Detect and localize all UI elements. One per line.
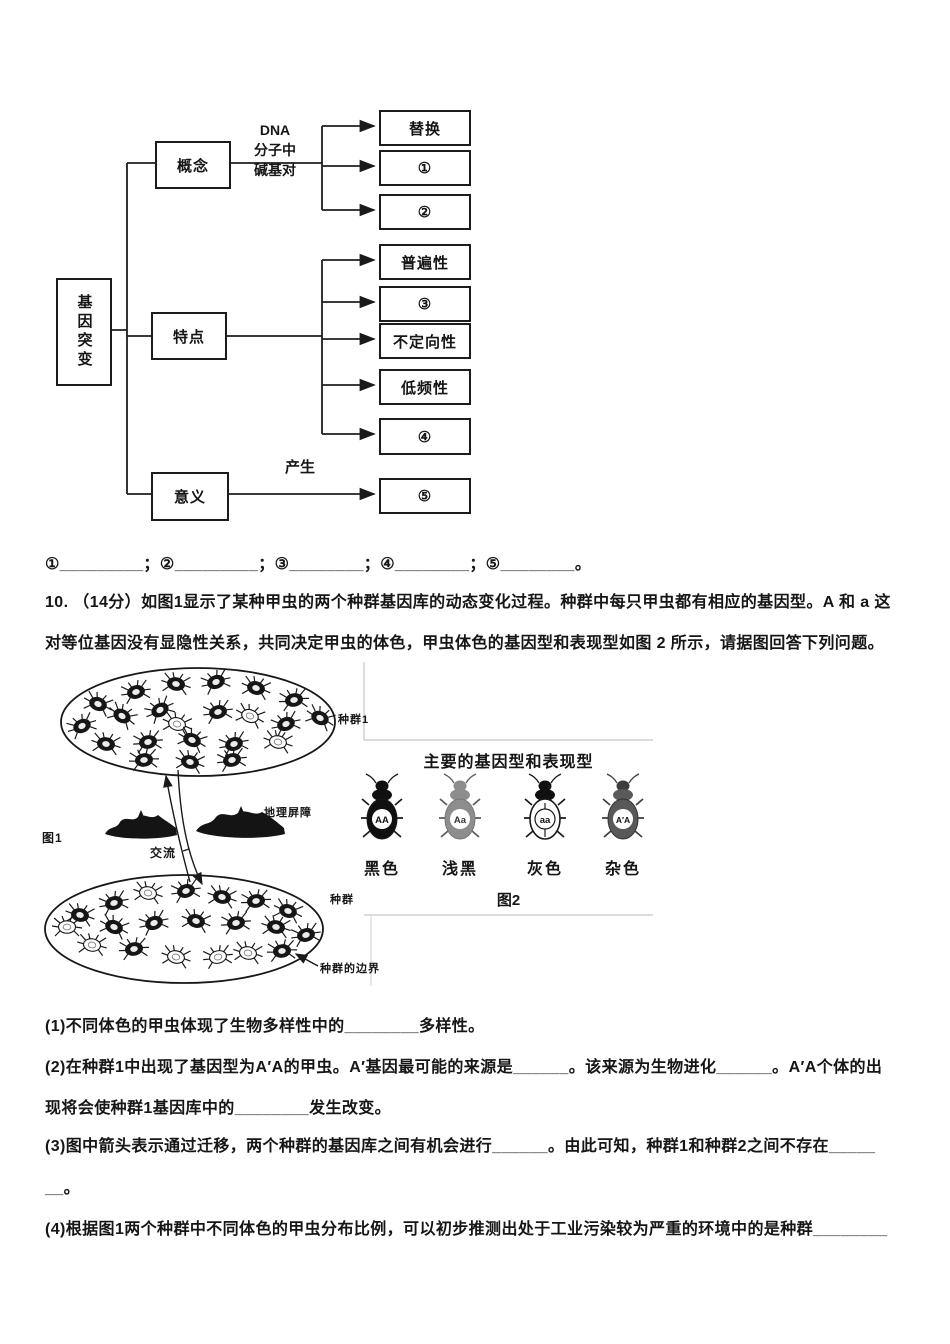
genotype-label-AA: AA — [375, 815, 389, 826]
leaf-box-low-frequency: 低频性 — [379, 369, 471, 405]
question-line-4: (4)根据图1两个种群中不同体色的甲虫分布比例，可以初步推测出处于工业污染较为严… — [45, 1221, 888, 1238]
figure-panel-borders — [363, 662, 653, 986]
beetle-icon-AA: AA — [361, 773, 403, 840]
leaf-box-blank3: ③ — [379, 286, 471, 322]
question10-line1: 10. （14分）如图1显示了某种甲虫的两个种群基因库的动态变化过程。种群中每只… — [45, 594, 891, 611]
exchange-label: 交流 — [150, 846, 177, 860]
phenotype-label-black: 黑色 — [363, 861, 400, 878]
population2-beetles — [51, 878, 321, 969]
phenotype-label-mottled: 杂色 — [604, 861, 641, 878]
dna-edge-label: DNA 分子中 碱基对 — [240, 120, 310, 180]
question-line-2a: (2)在种群1中出现了基因型为A′A的甲虫。A′基因最可能的来源是______。… — [45, 1059, 883, 1076]
barrier-label: 地理屏障 — [264, 807, 312, 819]
figure1-caption: 图1 — [42, 831, 63, 845]
concept-map-bracket — [108, 162, 155, 495]
answer-blanks-line: ①_________；②_________；③________；④_______… — [45, 556, 592, 573]
concept-box: 概念 — [155, 141, 231, 189]
population2-label: 种群 — [330, 894, 354, 906]
leaf-box-universality: 普遍性 — [379, 244, 471, 280]
root-box-gene-mutation: 基因突变 — [56, 278, 112, 386]
leaf-box-blank4: ④ — [379, 418, 471, 455]
population1-beetles — [66, 668, 336, 774]
dna-edge-line2: 分子中 — [254, 142, 296, 158]
question-line-1: (1)不同体色的甲虫体现了生物多样性中的________多样性。 — [45, 1018, 485, 1035]
genotype-label-A-prime-A: A′A — [616, 815, 630, 825]
beetle-icon-aa: aa — [524, 773, 566, 840]
phenotype-label-light-black: 浅黑 — [441, 861, 478, 878]
question-line-3a: (3)图中箭头表示通过迁移，两个种群的基因库之间有机会进行______。由此可知… — [45, 1138, 876, 1155]
genotype-label-aa: aa — [540, 815, 551, 826]
leaf-box-blank5: ⑤ — [379, 478, 471, 514]
genotype-label-Aa: Aa — [454, 815, 467, 826]
figure2-caption: 图2 — [496, 892, 521, 909]
leaf-box-blank1: ① — [379, 150, 471, 186]
question10-line2: 对等位基因没有显隐性关系，共同决定甲虫的体色，甲虫体色的基因型和表现型如图 2 … — [45, 635, 884, 652]
feature-box: 特点 — [151, 312, 227, 360]
concept-branch-lines — [227, 119, 376, 217]
leaf-box-substitution: 替换 — [379, 110, 471, 146]
meaning-box: 意义 — [151, 472, 229, 521]
population2-ellipse — [44, 874, 324, 984]
leaf-box-non-directional: 不定向性 — [379, 323, 471, 359]
population1-label: 种群1 — [338, 714, 370, 726]
leaf-box-blank2: ② — [379, 194, 471, 230]
exchange-arrows — [163, 769, 203, 886]
beetle-icon-Aa: Aa — [439, 773, 481, 840]
boundary-label: 种群的边界 — [320, 963, 380, 975]
phenotype-label-gray: 灰色 — [526, 861, 563, 878]
geographic-barrier-shape — [105, 806, 285, 839]
beetle-icon-A-prime-A: A′A — [602, 773, 644, 840]
produce-edge-label: 产生 — [284, 459, 315, 476]
dna-edge-line3: 碱基对 — [254, 162, 296, 178]
figure2-title: 主要的基因型和表现型 — [423, 754, 594, 771]
boundary-pointer-arrow — [294, 953, 319, 967]
population1-ellipse — [60, 667, 336, 777]
dna-edge-line1: DNA — [259, 122, 291, 138]
question-line-3b: __。 — [45, 1180, 80, 1197]
question-line-2b: 现将会使种群1基因库中的________发生改变。 — [45, 1100, 392, 1117]
feature-branch-lines — [223, 253, 376, 441]
